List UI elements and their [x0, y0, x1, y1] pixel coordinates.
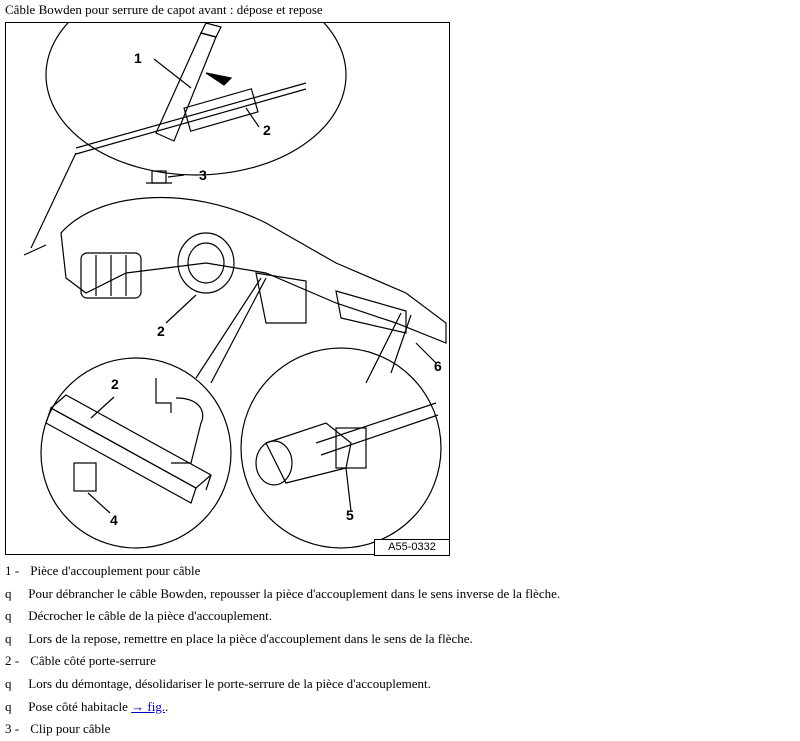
legend-bullet: q Pose côté habitacle → fig..	[5, 696, 795, 719]
legend-text: Clip pour câble	[30, 721, 111, 737]
callout-5: 5	[346, 507, 354, 523]
callout-1: 1	[134, 50, 142, 66]
legend-bullet: q Pour débrancher le câble Bowden, repou…	[5, 583, 795, 606]
illustration-drawing: 1 2 3 2 6 2 4 5	[23, 23, 447, 549]
legend-text: Pièce d'accouplement pour câble	[30, 563, 201, 578]
detail-circle-top	[45, 23, 347, 176]
callout-6: 6	[434, 358, 442, 374]
legend-text: Pose côté habitacle	[28, 698, 128, 714]
legend-text: Câble côté porte-serrure	[30, 653, 156, 669]
bullet-marker: q	[5, 585, 12, 601]
technical-illustration: 1 2 3 2 6 2 4 5	[5, 22, 450, 555]
legend-bullet: q Décrocher le câble de la pièce d'accou…	[5, 605, 795, 628]
legend-item: 2 - Câble côté porte-serrure	[5, 650, 795, 673]
callout-2-detail: 2	[111, 376, 119, 392]
callout-3: 3	[199, 167, 207, 183]
callout-2-top: 2	[263, 122, 271, 138]
legend-item: 3 - Clip pour câble	[5, 718, 795, 741]
legend-number: 2 -	[5, 653, 20, 669]
callout-4: 4	[110, 512, 118, 528]
legend-bullet: q Lors de la repose, remettre en place l…	[5, 628, 795, 651]
detail-circle-left	[40, 357, 232, 549]
figure-reference: A55-0332	[374, 539, 450, 556]
legend-bullet: q Lors du démontage, désolidariser le po…	[5, 673, 795, 696]
callout-2-main: 2	[157, 323, 165, 339]
detail-circle-right	[240, 347, 442, 549]
bullet-marker: q	[5, 608, 12, 624]
bullet-marker: q	[5, 630, 12, 646]
page-title: Câble Bowden pour serrure de capot avant…	[5, 2, 323, 17]
bullet-marker: q	[5, 698, 12, 714]
legend-list: 1 - Pièce d'accouplement pour câble q Po…	[5, 560, 795, 741]
legend-text: Lors de la repose, remettre en place la …	[28, 630, 473, 646]
legend-text: Lors du démontage, désolidariser le port…	[28, 675, 431, 691]
legend-number: 3 -	[5, 721, 20, 737]
legend-text: Décrocher le câble de la pièce d'accoupl…	[28, 608, 273, 624]
figure-link[interactable]: → fig.	[131, 698, 166, 714]
legend-item: 1 - Pièce d'accouplement pour câble	[5, 560, 795, 583]
bullet-marker: q	[5, 675, 12, 691]
legend-text-after: .	[165, 698, 169, 714]
legend-text: Pour débrancher le câble Bowden, repouss…	[28, 585, 561, 601]
legend-number: 1 -	[5, 563, 20, 578]
